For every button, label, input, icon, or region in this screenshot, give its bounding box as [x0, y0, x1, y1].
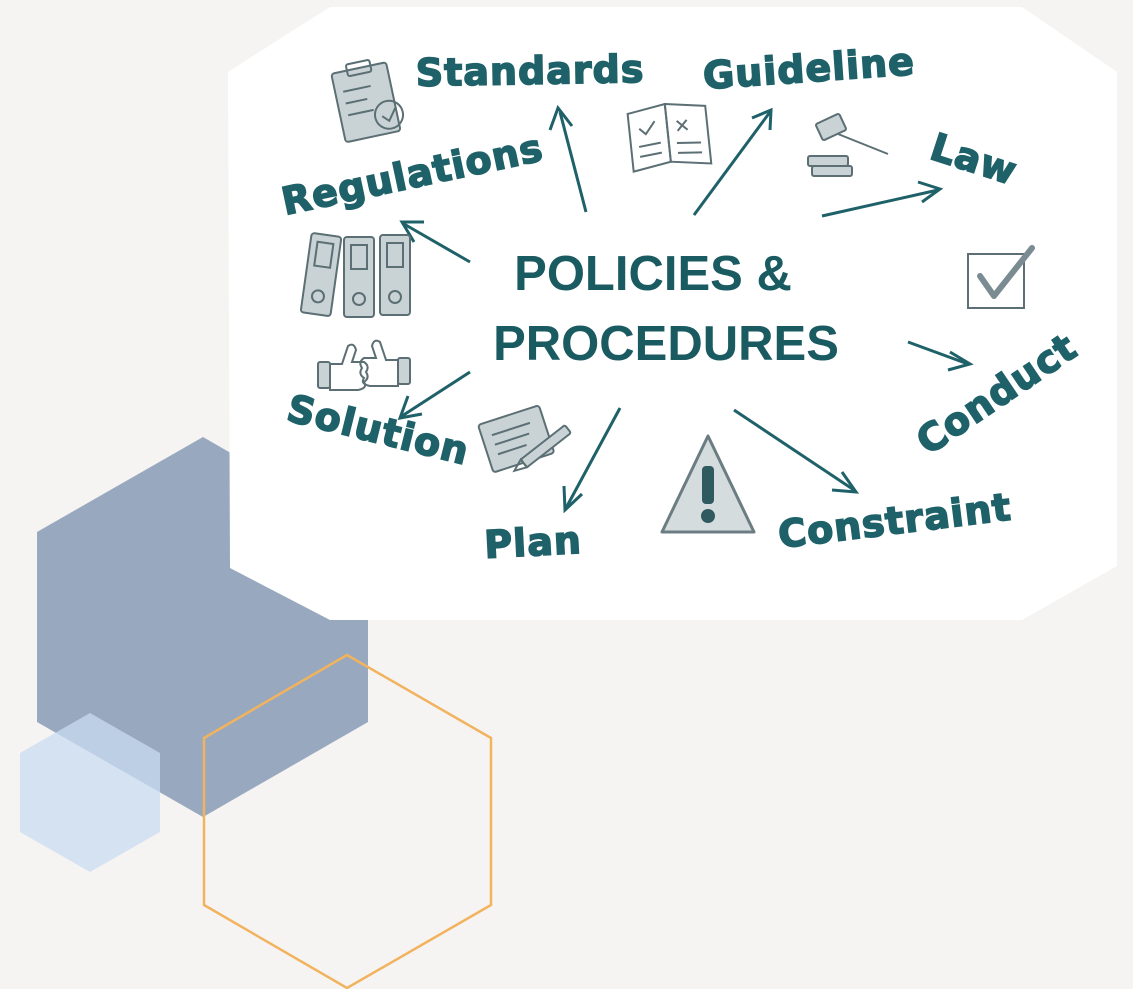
keyword-standards: Standards — [415, 47, 644, 95]
arrow-to-guideline — [692, 107, 773, 216]
clipboard-check-icon — [330, 59, 405, 143]
orange-outline-hexagon-shape — [202, 653, 493, 989]
arrow-to-plan — [562, 407, 622, 514]
keyword-plan: Plan — [483, 518, 583, 567]
arrow-to-solution — [397, 370, 471, 420]
arrow-to-standards — [548, 104, 588, 213]
warning-triangle-icon — [660, 434, 756, 534]
central-title-line-2: PROCEDURES — [493, 317, 839, 371]
notepad-pencil-icon — [477, 405, 572, 473]
arrow-to-conduct — [907, 340, 974, 372]
binders-icon — [299, 232, 411, 318]
central-title-line-1: POLICIES & — [514, 247, 792, 301]
mindmap-card — [228, 7, 1117, 620]
thumbs-up-icon — [317, 339, 411, 391]
open-book-icon — [626, 102, 713, 173]
arrow-to-constraint — [733, 408, 860, 494]
gavel-icon — [807, 113, 889, 177]
arrow-to-law — [821, 180, 944, 218]
light-blue-hexagon-shape — [20, 713, 160, 872]
checkbox-checked-icon — [967, 245, 1035, 309]
